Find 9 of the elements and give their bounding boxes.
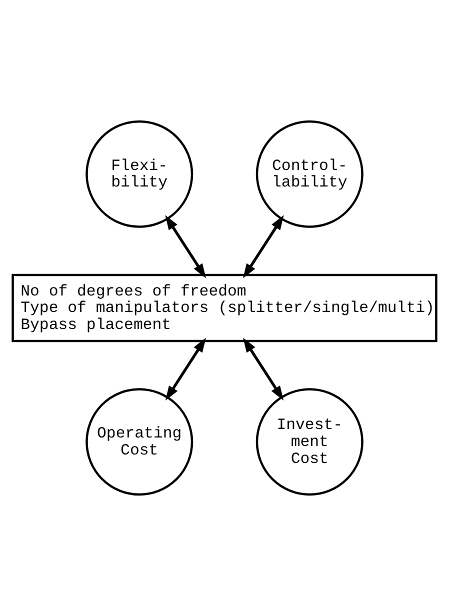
- node-circle: Invest- ment Cost: [256, 388, 364, 496]
- arrow: [243, 215, 284, 278]
- arrow: [165, 338, 206, 401]
- arrow: [243, 338, 284, 401]
- node-circle: Control- lability: [256, 120, 364, 228]
- node-circle: Operating Cost: [86, 388, 194, 496]
- node-box: No of degrees of freedom Type of manipulators (splitter/single/multi) Bypass placement: [12, 274, 438, 342]
- arrow: [165, 215, 206, 278]
- node-circle: Flexi- bility: [86, 120, 194, 228]
